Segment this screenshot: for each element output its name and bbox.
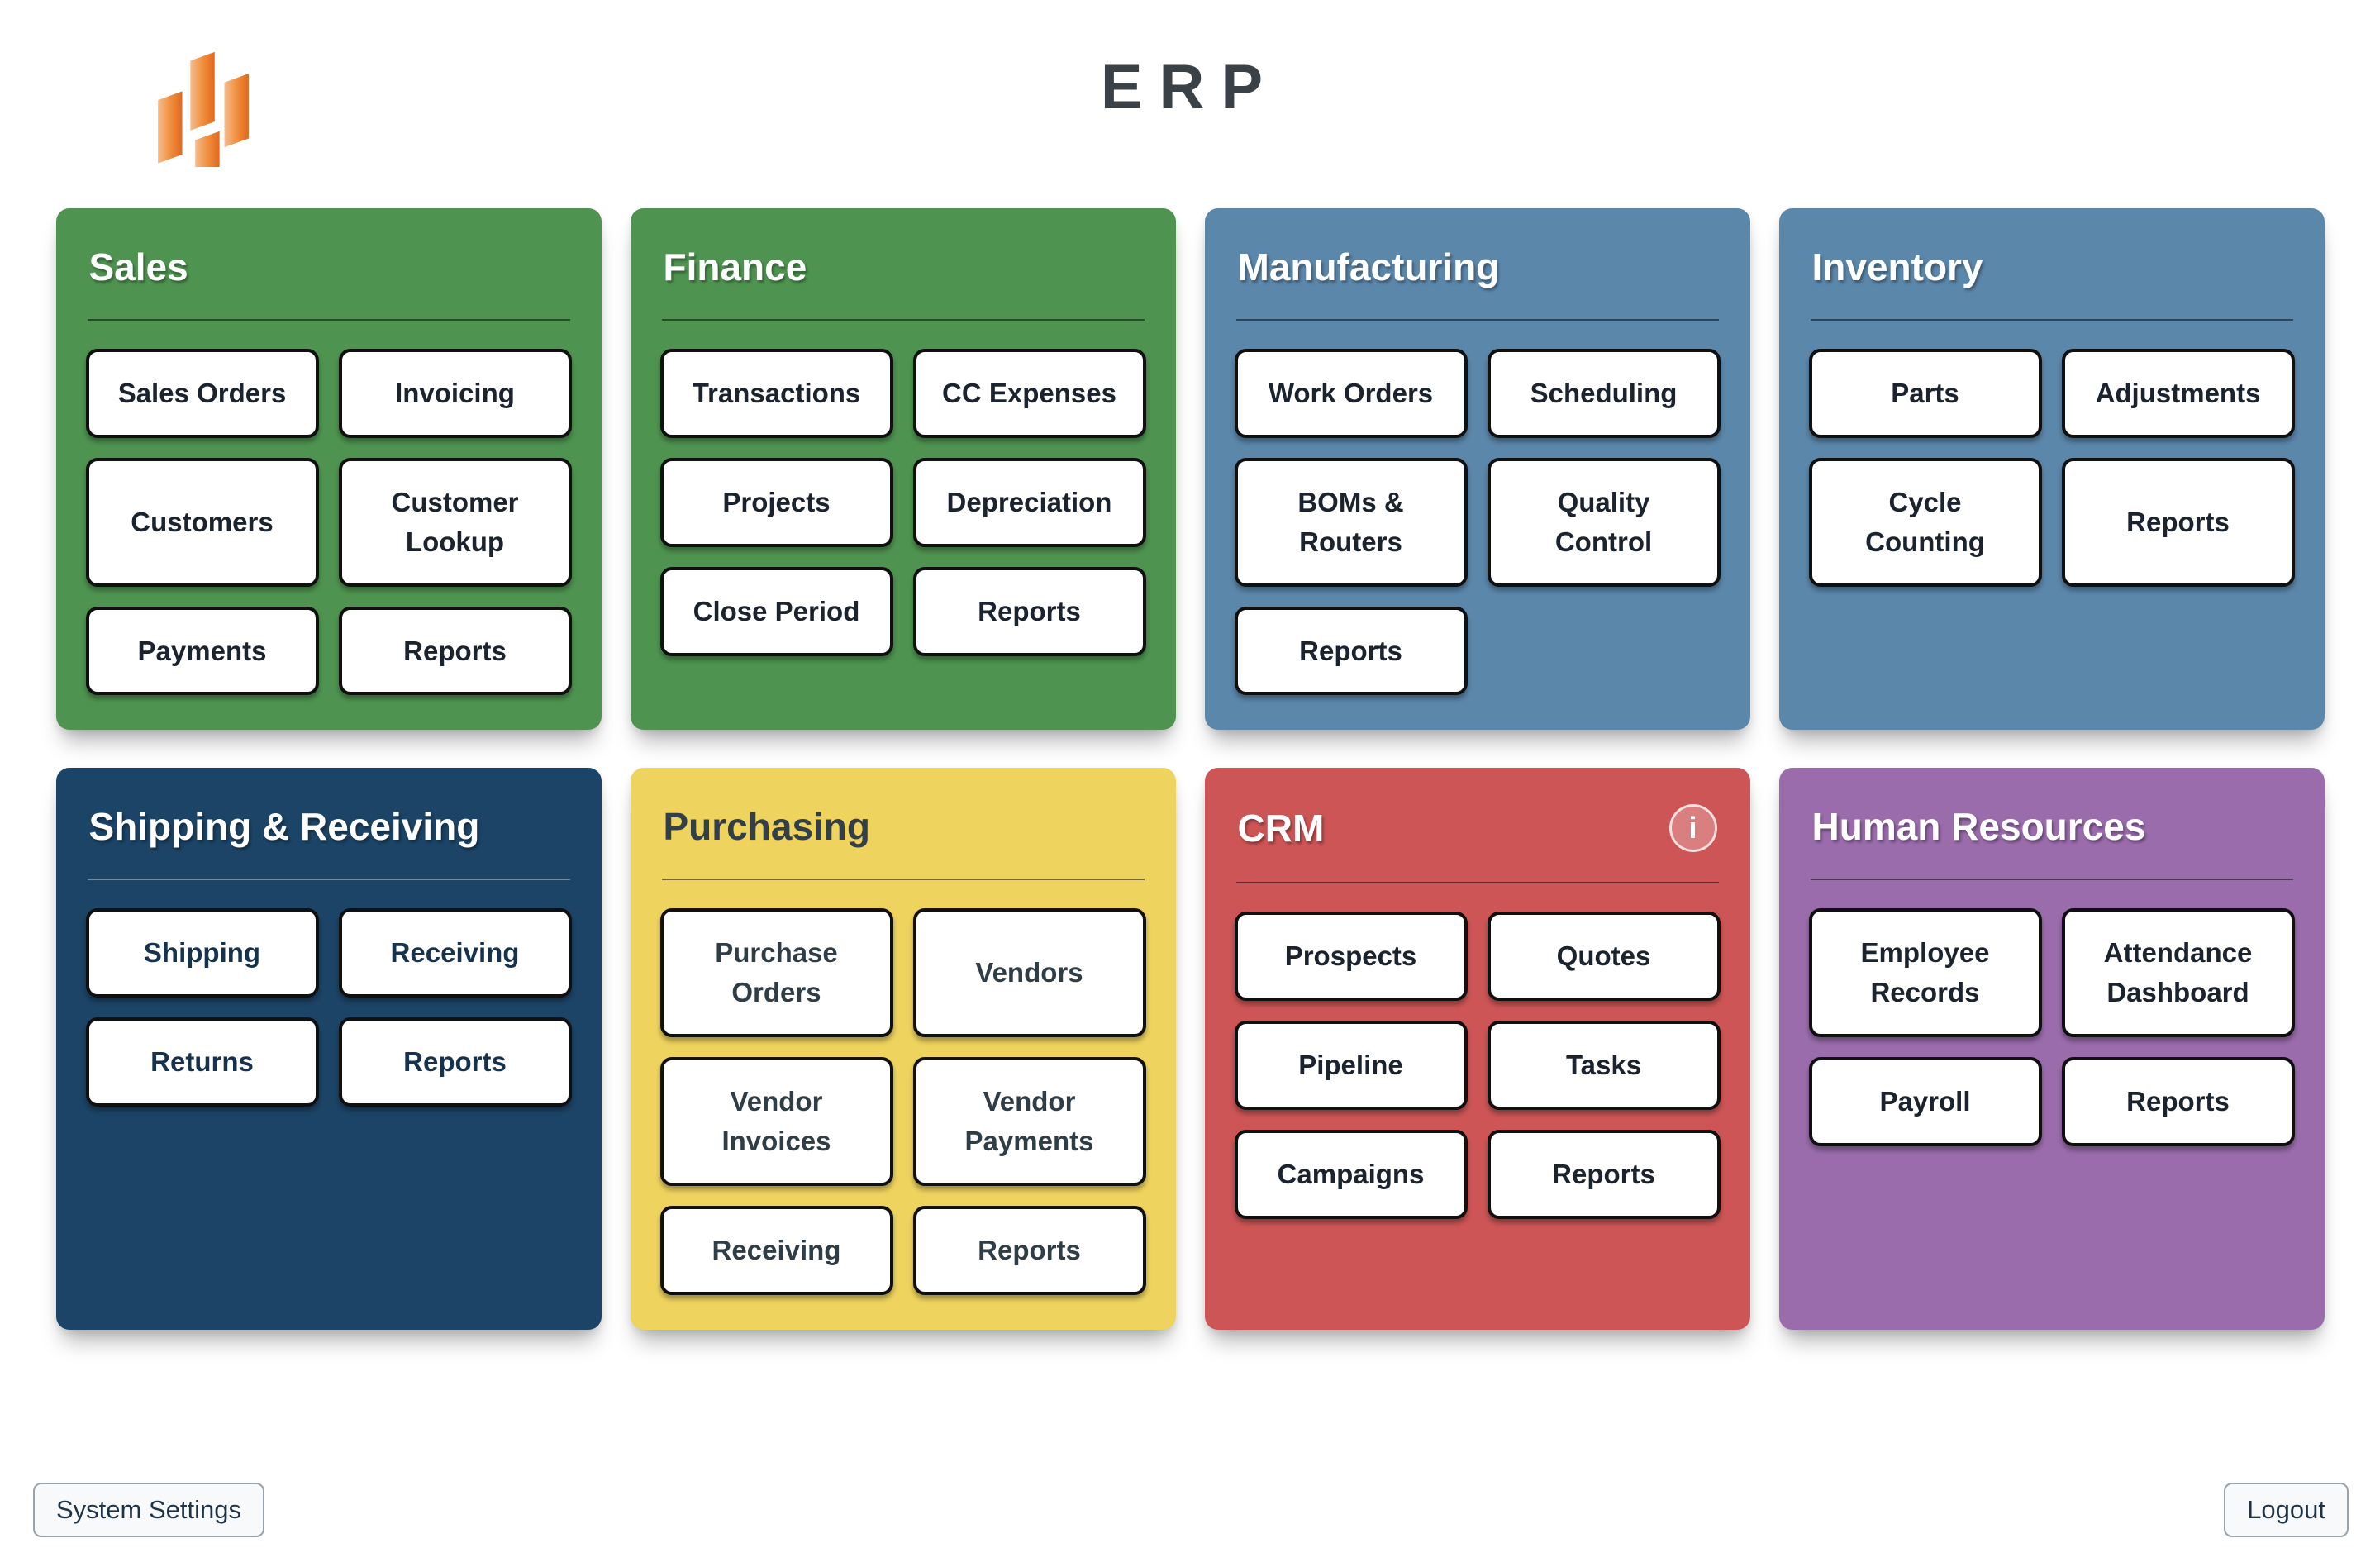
panel-inventory-buttons: Parts Adjustments Cycle Counting Reports	[1808, 349, 2295, 587]
panel-sales-buttons: Sales Orders Invoicing Customers Custome…	[85, 349, 572, 696]
panel-sales-title: Sales	[88, 245, 188, 288]
panel-shipping-receiving-title: Shipping & Receiving	[88, 805, 480, 849]
tasks-button[interactable]: Tasks	[1487, 1021, 1721, 1111]
vendor-invoices-button[interactable]: Vendor Invoices	[659, 1057, 893, 1186]
panel-divider	[1810, 879, 2293, 881]
sales-orders-button[interactable]: Sales Orders	[85, 349, 319, 438]
panel-human-resources-header: Human Resources	[1809, 791, 2295, 849]
page-header: ERP	[0, 0, 2380, 208]
customers-button[interactable]: Customers	[85, 457, 319, 587]
quotes-button[interactable]: Quotes	[1487, 912, 1721, 1002]
panel-shipping-receiving-header: Shipping & Receiving	[86, 791, 572, 849]
system-settings-button[interactable]: System Settings	[33, 1483, 264, 1537]
panel-divider	[1810, 319, 2293, 321]
crm-reports-button[interactable]: Reports	[1487, 1130, 1721, 1219]
cc-expenses-button[interactable]: CC Expenses	[912, 349, 1146, 438]
campaigns-button[interactable]: Campaigns	[1234, 1130, 1468, 1219]
close-period-button[interactable]: Close Period	[659, 566, 893, 656]
panel-shipping-receiving: Shipping & Receiving Shipping Receiving …	[55, 768, 602, 1330]
panel-finance-title: Finance	[663, 245, 807, 288]
payments-button[interactable]: Payments	[85, 606, 319, 696]
panel-divider	[87, 879, 570, 881]
returns-button[interactable]: Returns	[85, 1017, 319, 1107]
vendor-payments-button[interactable]: Vendor Payments	[912, 1057, 1146, 1186]
panel-purchasing-title: Purchasing	[663, 805, 871, 849]
purchasing-receiving-button[interactable]: Receiving	[659, 1205, 893, 1295]
panel-inventory-header: Inventory	[1809, 231, 2295, 289]
inventory-reports-button[interactable]: Reports	[2061, 457, 2295, 587]
sales-reports-button[interactable]: Reports	[338, 606, 572, 696]
panel-crm-title: CRM	[1237, 807, 1325, 850]
panel-finance-header: Finance	[660, 231, 1146, 289]
panel-sales: Sales Sales Orders Invoicing Customers C…	[55, 208, 602, 731]
panel-inventory-title: Inventory	[1811, 245, 1983, 288]
purchase-orders-button[interactable]: Purchase Orders	[659, 908, 893, 1038]
panel-divider	[661, 879, 1145, 881]
panel-human-resources-title: Human Resources	[1811, 805, 2146, 849]
panel-divider	[87, 319, 570, 321]
projects-button[interactable]: Projects	[659, 457, 893, 547]
cycle-counting-button[interactable]: Cycle Counting	[1808, 457, 2042, 587]
panel-crm-buttons: Prospects Quotes Pipeline Tasks Campaign…	[1234, 912, 1721, 1219]
boms-routers-button[interactable]: BOMs & Routers	[1234, 457, 1468, 587]
panel-manufacturing: Manufacturing Work Orders Scheduling BOM…	[1204, 208, 1750, 731]
panel-purchasing: Purchasing Purchase Orders Vendors Vendo…	[630, 768, 1176, 1330]
purchasing-reports-button[interactable]: Reports	[912, 1205, 1146, 1295]
employee-records-button[interactable]: Employee Records	[1808, 908, 2042, 1038]
attendance-dashboard-button[interactable]: Attendance Dashboard	[2061, 908, 2295, 1038]
panel-crm: CRM i Prospects Quotes Pipeline Tasks Ca…	[1204, 768, 1750, 1330]
invoicing-button[interactable]: Invoicing	[338, 349, 572, 438]
manufacturing-reports-button[interactable]: Reports	[1234, 606, 1468, 696]
panel-sales-header: Sales	[86, 231, 572, 289]
transactions-button[interactable]: Transactions	[659, 349, 893, 438]
crm-info-icon[interactable]: i	[1668, 804, 1717, 853]
panel-divider	[1235, 882, 1719, 884]
panel-purchasing-buttons: Purchase Orders Vendors Vendor Invoices …	[659, 908, 1146, 1295]
prospects-button[interactable]: Prospects	[1234, 912, 1468, 1002]
logout-button[interactable]: Logout	[2224, 1483, 2349, 1537]
panel-human-resources: Human Resources Employee Records Attenda…	[1778, 768, 2325, 1330]
parts-button[interactable]: Parts	[1808, 349, 2042, 438]
pipeline-button[interactable]: Pipeline	[1234, 1021, 1468, 1111]
panel-manufacturing-buttons: Work Orders Scheduling BOMs & Routers Qu…	[1234, 349, 1721, 696]
depreciation-button[interactable]: Depreciation	[912, 457, 1146, 547]
panel-crm-header: CRM i	[1235, 791, 1721, 853]
page-title: ERP	[1100, 52, 1280, 122]
shipping-button[interactable]: Shipping	[85, 908, 319, 998]
hr-reports-button[interactable]: Reports	[2061, 1057, 2295, 1146]
quality-control-button[interactable]: Quality Control	[1487, 457, 1721, 587]
company-logo-icon	[158, 51, 249, 167]
panel-shipping-receiving-buttons: Shipping Receiving Returns Reports	[85, 908, 572, 1107]
adjustments-button[interactable]: Adjustments	[2061, 349, 2295, 438]
panel-manufacturing-header: Manufacturing	[1235, 231, 1721, 289]
customer-lookup-button[interactable]: Customer Lookup	[338, 457, 572, 587]
module-grid: Sales Sales Orders Invoicing Customers C…	[0, 208, 2380, 1330]
panel-purchasing-header: Purchasing	[660, 791, 1146, 849]
panel-inventory: Inventory Parts Adjustments Cycle Counti…	[1778, 208, 2325, 731]
panel-divider	[1235, 319, 1719, 321]
scheduling-button[interactable]: Scheduling	[1487, 349, 1721, 438]
panel-divider	[661, 319, 1145, 321]
panel-manufacturing-title: Manufacturing	[1237, 245, 1500, 288]
payroll-button[interactable]: Payroll	[1808, 1057, 2042, 1146]
shipping-reports-button[interactable]: Reports	[338, 1017, 572, 1107]
panel-finance-buttons: Transactions CC Expenses Projects Deprec…	[659, 349, 1146, 656]
panel-finance: Finance Transactions CC Expenses Project…	[630, 208, 1176, 731]
finance-reports-button[interactable]: Reports	[912, 566, 1146, 656]
vendors-button[interactable]: Vendors	[912, 908, 1146, 1038]
work-orders-button[interactable]: Work Orders	[1234, 349, 1468, 438]
receiving-button[interactable]: Receiving	[338, 908, 572, 998]
panel-human-resources-buttons: Employee Records Attendance Dashboard Pa…	[1808, 908, 2295, 1146]
